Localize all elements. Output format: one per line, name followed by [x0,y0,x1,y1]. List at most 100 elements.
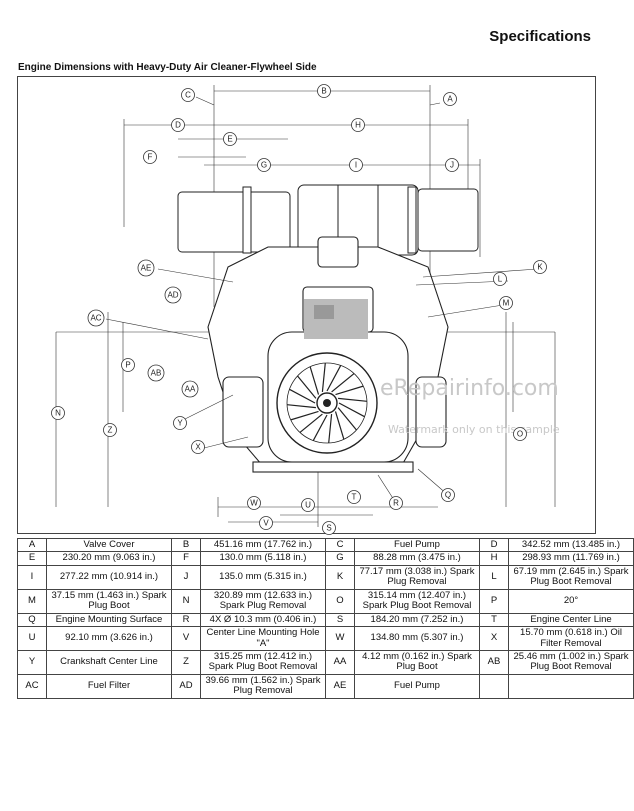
svg-text:Y: Y [177,419,183,428]
spec-value: 135.0 mm (5.315 in.) [200,564,326,590]
spec-value: Fuel Pump [354,537,480,553]
callout-i: I [349,158,363,172]
spec-value: Engine Mounting Surface [46,612,172,628]
spec-letter: AC [17,673,47,699]
svg-text:O: O [517,430,523,439]
fan-blade [328,414,333,444]
fan-blade [289,388,316,404]
svg-text:H: H [355,121,361,130]
spec-value: 342.52 mm (13.485 in.) [508,537,634,553]
callout-c: C [181,88,195,102]
spec-value: Fuel Pump [354,673,480,699]
spec-value: 315.14 mm (12.407 in.) Spark Plug Boot R… [354,588,480,614]
flywheel-fan [276,352,378,454]
spec-value: 134.80 mm (5.307 in.) [354,626,480,651]
spec-value [508,673,634,699]
callout-y: Y [173,416,187,430]
svg-text:Z: Z [108,426,113,435]
svg-text:P: P [125,361,130,370]
engine-dimension-diagram: eRepairinfo.com Watermark only on this s… [17,76,596,535]
callout-b: B [317,84,331,98]
spec-value: 20° [508,588,634,614]
callout-ab: AB [147,364,165,382]
spec-letter: J [171,564,201,590]
spec-value: 320.89 mm (12.633 in.) Spark Plug Remova… [200,588,326,614]
spec-value: Fuel Filter [46,673,172,699]
svg-text:D: D [175,121,181,130]
spec-value: 298.93 mm (11.769 in.) [508,551,634,566]
spec-value: 277.22 mm (10.914 in.) [46,564,172,590]
spec-value: Valve Cover [46,537,172,553]
callout-p: P [121,358,135,372]
svg-text:T: T [352,493,357,502]
fan-blade [331,373,355,393]
spec-letter: O [325,588,355,614]
spec-letter: AA [325,649,355,675]
spec-letter: X [479,626,509,651]
callout-j: J [445,158,459,172]
callout-l: L [493,272,507,286]
spec-letter: G [325,551,355,566]
svg-text:Q: Q [445,491,451,500]
svg-text:K: K [537,263,543,272]
callout-leaders [105,96,539,504]
svg-text:AD: AD [167,291,178,300]
spec-value: 77.17 mm (3.038 in.) Spark Plug Removal [354,564,480,590]
callout-ae: AE [137,259,155,277]
callout-x: X [191,440,205,454]
spec-letter: K [325,564,355,590]
watermark-note: Watermark only on this sample [388,423,560,436]
callout-e: E [223,132,237,146]
callout-g: G [257,158,271,172]
spec-value: 25.46 mm (1.002 in.) Spark Plug Boot Rem… [508,649,634,675]
spec-letter: W [325,626,355,651]
spec-letter: L [479,564,509,590]
spec-letter: AB [479,649,509,675]
callout-n: N [51,406,65,420]
spec-letter: Q [17,612,47,628]
callout-q: Q [441,488,455,502]
fan-blade [312,414,328,441]
svg-text:AB: AB [151,369,162,378]
svg-text:E: E [227,135,232,144]
spec-letter: H [479,551,509,566]
spec-letter: C [325,537,355,553]
callout-ad: AD [164,286,182,304]
fan-blade [321,362,326,392]
spec-letter: A [17,537,47,553]
spec-letter: D [479,537,509,553]
svg-text:I: I [355,161,357,170]
spec-value: 39.66 mm (1.562 in.) Spark Plug Removal [200,673,326,699]
spec-value: Crankshaft Center Line [46,649,172,675]
spec-value: 37.15 mm (1.463 in.) Spark Plug Boot [46,588,172,614]
spec-letter: N [171,588,201,614]
spec-letter: Y [17,649,47,675]
svg-text:F: F [148,153,153,162]
fan-blade [297,375,317,399]
spec-value: 4.12 mm (0.162 in.) Spark Plug Boot [354,649,480,675]
spec-letter: S [325,612,355,628]
fan-blade [299,413,323,433]
engine-logo-block [314,305,334,319]
spec-letter: Z [171,649,201,675]
callout-o: O [513,427,527,441]
callout-v: V [259,516,273,530]
svg-text:S: S [326,524,331,533]
fan-blade [309,366,320,395]
svg-text:G: G [261,161,267,170]
callout-w: W [247,496,261,510]
fan-blade [326,365,342,392]
spec-letter: B [171,537,201,553]
callout-a: A [443,92,457,106]
svg-text:C: C [185,91,191,100]
svg-text:M: M [503,299,510,308]
svg-text:W: W [250,499,258,508]
callout-aa: AA [181,380,199,398]
spec-letter [479,673,509,699]
fan-blade [337,407,357,431]
